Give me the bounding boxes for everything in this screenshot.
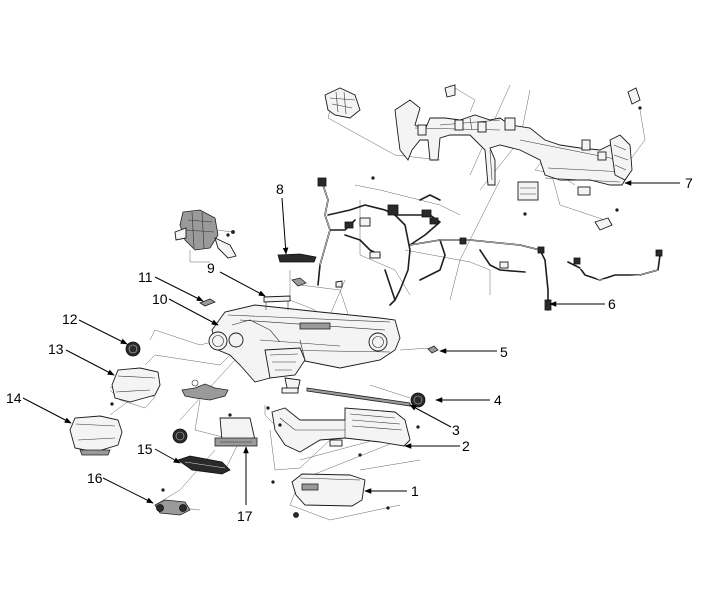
callout-label-1: 1 [411, 483, 419, 499]
callout-label-12: 12 [62, 311, 78, 327]
glove-box [291, 473, 366, 518]
side-defrost-nozzle [427, 345, 439, 354]
callout-label-5: 5 [500, 344, 508, 360]
callout-label-7: 7 [685, 175, 693, 191]
crash-pad-lower-panel [271, 407, 411, 453]
callout-label-2: 2 [462, 438, 470, 454]
side-air-vent-right [410, 392, 426, 408]
bcm-module [517, 181, 613, 231]
callouts: 1 2 3 4 5 6 7 8 9 10 11 12 13 [6, 175, 693, 524]
callout-leader-10 [168, 298, 219, 326]
callout-label-9: 9 [207, 260, 215, 276]
cluster-fascia-panel [111, 367, 161, 403]
cowl-cross-bar [394, 99, 633, 186]
callout-label-11: 11 [138, 269, 153, 285]
callout-label-14: 14 [6, 390, 22, 406]
cowl-side-bracket [324, 87, 361, 119]
multifunction-switch [174, 209, 237, 263]
crash-pad-garnish-strip [281, 387, 411, 407]
instrument-cluster [69, 415, 123, 456]
fasteners [110, 106, 642, 510]
callout-leader-11 [154, 276, 204, 302]
small-round-vent [172, 428, 188, 444]
center-air-vent [177, 455, 231, 475]
audio-head-unit [214, 417, 258, 447]
callout-leader-9 [219, 271, 266, 297]
callout-leader-8 [281, 197, 289, 255]
defrost-nozzle-left [199, 298, 216, 307]
callout-label-8: 8 [276, 181, 284, 197]
center-speaker-grille [277, 253, 343, 288]
cowl-small-bracket [444, 84, 641, 105]
callout-label-6: 6 [608, 296, 616, 312]
heater-control-panel [154, 499, 191, 516]
callout-leader-16 [102, 477, 154, 504]
column-switch [181, 379, 229, 401]
callout-leader-12 [78, 319, 128, 345]
extension-harness [567, 249, 663, 281]
callout-label-4: 4 [494, 392, 502, 408]
callout-label-17: 17 [237, 508, 253, 524]
crash-pad-main [208, 304, 401, 391]
side-air-vent-left [125, 341, 141, 357]
callout-label-10: 10 [152, 291, 168, 307]
upper-bracket [263, 295, 291, 310]
callout-leader-13 [65, 349, 115, 376]
callout-label-13: 13 [48, 341, 64, 357]
main-wiring-harness [317, 177, 552, 311]
callout-label-3: 3 [452, 422, 460, 438]
callout-leader-3 [409, 404, 452, 428]
callout-label-16: 16 [87, 470, 103, 486]
callout-leader-15 [154, 448, 181, 464]
callout-leader-14 [22, 397, 72, 424]
callout-label-15: 15 [137, 441, 153, 457]
